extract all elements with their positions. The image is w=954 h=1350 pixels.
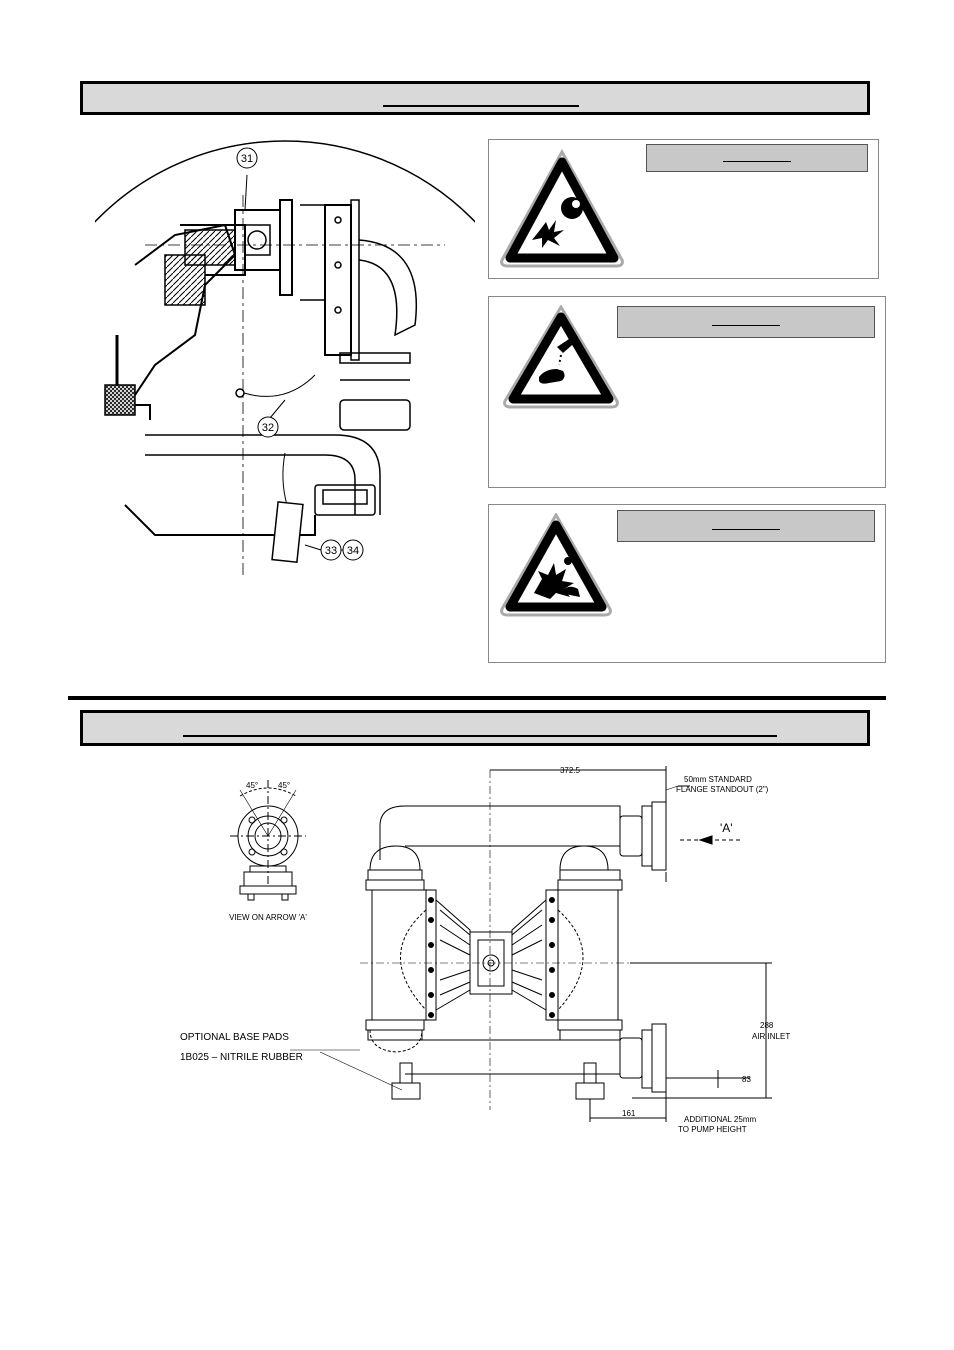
header-underline [183, 735, 777, 737]
explosion-warning-icon [500, 148, 624, 268]
angle-left-label: 45° [246, 781, 258, 790]
pressure-burst-warning-icon [500, 513, 612, 617]
section-header-dimensions [80, 710, 870, 746]
additional-line2: TO PUMP HEIGHT [678, 1125, 747, 1134]
dim-83: 83 [742, 1075, 751, 1084]
base-pads-line2: 1B025 – NITRILE RUBBER [180, 1052, 303, 1063]
dimension-drawing: 372.5 50mm STANDARD FLANGE STANDOUT (2")… [180, 766, 790, 1134]
callout-33: 33 [325, 545, 337, 557]
angle-right-label: 45° [278, 781, 290, 790]
warning-label-bar [617, 510, 875, 542]
warning-box-pressure [488, 504, 886, 663]
callout-31: 31 [241, 153, 253, 165]
warning-label-bar [617, 306, 875, 338]
dim-161: 161 [622, 1109, 636, 1118]
warning-label-bar [646, 144, 868, 172]
dim-air-inlet-label: AIR INLET [752, 1032, 790, 1041]
base-pads-line1: OPTIONAL BASE PADS [180, 1032, 289, 1043]
parts-detail-diagram: 31 32 33 34 [95, 140, 475, 575]
label-underline [723, 161, 791, 162]
flange-note-line2: FLANGE STANDOUT (2") [676, 785, 769, 794]
header-underline [383, 105, 579, 107]
label-underline [712, 529, 780, 530]
label-underline [712, 325, 780, 326]
warning-box-explosion [488, 139, 879, 279]
flange-note-line1: 50mm STANDARD [684, 775, 752, 784]
corrosive-warning-icon [503, 305, 619, 409]
callout-32: 32 [262, 422, 274, 434]
dim-top-value: 372.5 [560, 766, 581, 775]
callout-34: 34 [347, 545, 359, 557]
warning-box-corrosive [488, 296, 886, 488]
dim-air-inlet-value: 288 [760, 1021, 774, 1030]
view-label: VIEW ON ARROW 'A' [229, 913, 307, 922]
section-header-top [80, 81, 870, 115]
section-divider [68, 696, 886, 700]
additional-line1: ADDITIONAL 25mm [684, 1115, 756, 1124]
arrow-a-label: 'A' [720, 821, 733, 835]
